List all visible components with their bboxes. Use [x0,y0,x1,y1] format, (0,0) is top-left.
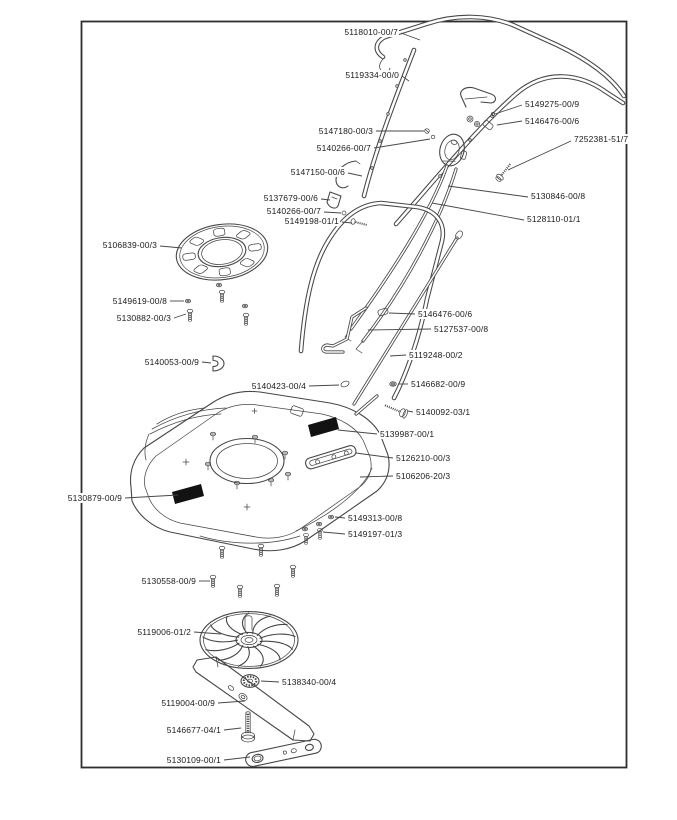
leader-line-5146677-04/1 [223,727,242,731]
leader-line-5146476-00/6 [388,312,416,315]
leader-line-5119334-00/0 [401,75,410,82]
leader-line-5119248-00/2 [389,354,407,357]
flat-washer [389,381,397,387]
leader-line-5149197-01/3 [322,531,346,535]
joint-bolt [350,218,368,227]
small-bracket [326,191,342,209]
blade-hub [240,674,260,688]
leader-line-5130846-00/8 [447,185,529,198]
leader-line-5118010-00/7 [400,32,421,41]
hex-nuts [466,115,494,131]
lower-handle-u [298,200,446,401]
bent-lever [321,306,368,354]
leader-line-5147150-00/6 [347,172,363,177]
wheel-cover [173,218,272,285]
housing-screws [424,128,436,140]
leader-line-5140266-00/7 [323,211,342,214]
mower-deck [129,390,390,552]
leader-line-7252381-51/7 [507,140,572,171]
leader-line-5137679-00/6 [320,198,331,201]
leader-line-5119006-01/2 [193,631,222,635]
leader-line-5138340-00/4 [260,680,280,683]
cable-hook [335,160,361,189]
leader-line-5146476-00/6 [496,120,523,126]
end-cap [212,355,225,372]
leader-line-5149313-00/8 [334,516,346,519]
leader-line-5149275-00/9 [494,104,523,115]
lever-clip [377,307,389,317]
leader-line-5119004-00/9 [217,700,246,704]
control-housing [439,133,468,167]
blade-support-bar [245,738,322,767]
leader-line-5140423-00/4 [308,384,340,387]
leader-line-5106206-20/3 [359,475,394,478]
leader-line-5126210-00/3 [355,452,394,459]
leader-line-5130879-00/9 [124,494,179,499]
leader-line-5130109-00/1 [223,756,251,761]
leader-line-5106839-00/3 [159,245,183,249]
leader-line-5127537-00/8 [367,328,432,331]
leader-line-5130882-00/3 [173,313,187,319]
leader-line-5140092-03/1 [407,410,414,413]
shoulder-bolt [384,404,409,419]
clamp-bracket [460,86,497,116]
leader-lines [124,32,572,761]
small-pin [341,210,347,216]
fan-impeller [200,612,298,669]
leader-line-5128110-01/1 [431,202,525,221]
lower-handle-tube-left [361,47,417,199]
brake-rod [352,230,463,406]
mower-blade [192,656,315,742]
deck-bolts [209,543,297,599]
cover-fasteners [184,282,250,327]
hairpin-clip [340,380,350,388]
diagram-frame [80,20,628,769]
leader-line-5140266-00/7 [373,138,431,149]
leader-line-5140053-00/9 [201,361,212,364]
mount-screw [495,163,511,182]
leader-line-5139987-00/1 [337,429,378,435]
blade-bolt [241,711,255,743]
leader-line-5149198-01/1 [341,221,353,224]
lower-handle-tube-right [393,74,626,227]
